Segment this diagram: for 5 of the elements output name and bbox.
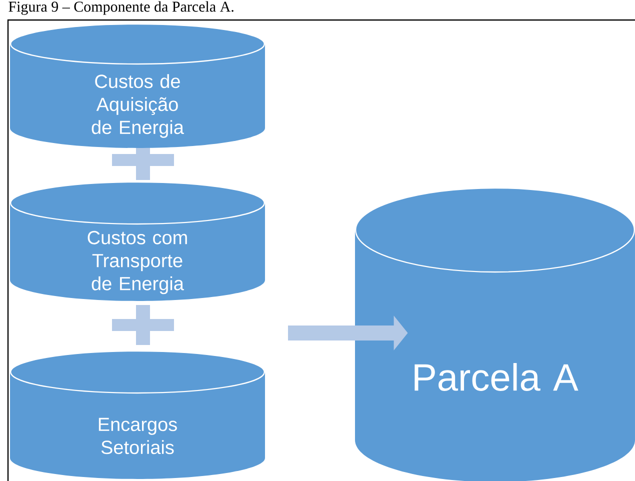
cylinder: Custos de Aquisição de Energia <box>10 23 265 148</box>
figure-title: Figura 9 – Componente da Parcela A. <box>8 1 234 15</box>
cylinder: Custos com Transporte de Energia <box>10 181 265 301</box>
cylinder: Encargos Setoriais <box>10 350 265 479</box>
cylinder: Parcela A <box>355 187 635 481</box>
